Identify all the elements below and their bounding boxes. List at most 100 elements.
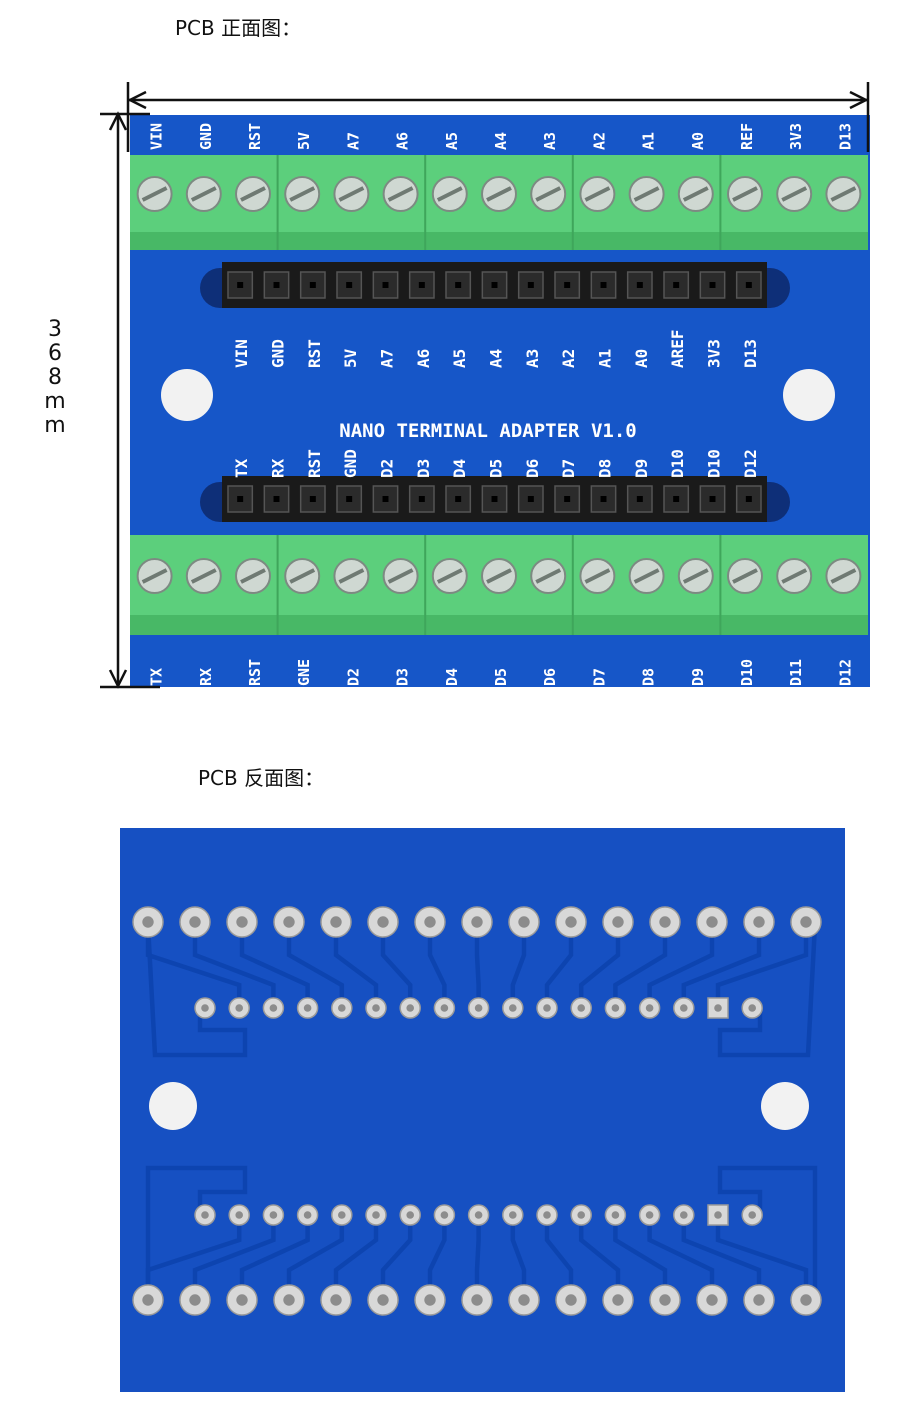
pad-hole [659,1294,671,1306]
top-header-label: A1 [596,349,615,368]
mid-header-label: D3 [414,459,433,478]
trace [715,1215,809,1298]
trace [192,925,276,1008]
top-terminal-label: A2 [590,132,608,150]
pad-hole [330,916,342,928]
trace [380,1215,413,1298]
pad-hole [518,916,530,928]
header-socket [445,485,472,513]
pad-hole [424,1294,436,1306]
header-pin-hole [418,496,425,502]
pad-hole [142,916,154,928]
pad-hole [142,1294,154,1306]
screw-slot [141,186,168,202]
header-pin-hole [455,496,462,502]
header-pin-hole [491,496,498,502]
pad-hole [611,1004,620,1012]
pad-hole [474,1211,483,1219]
bottom-terminal-label: D12 [836,659,854,686]
top-header-label: A4 [487,349,506,368]
header-pin-hole [527,282,534,288]
top-terminal-label: A1 [640,132,658,150]
pad-hole [753,1294,765,1306]
top-terminal-label: A3 [541,132,559,150]
screw-slot [584,186,611,202]
height-dimension-line [100,111,160,689]
trace [145,924,248,1058]
header-pin-hole [418,282,425,288]
screw-slot [535,568,562,584]
bottom-terminal-label: D7 [590,668,608,686]
header-pin-hole [600,496,607,502]
bottom-terminal-label: D8 [640,668,658,686]
top-header-label: 5V [341,348,360,368]
header-socket [554,485,581,513]
dim-char: 3 [48,317,62,342]
trace [427,925,447,1008]
header-pin-hole [346,496,353,502]
mid-header-label: D10 [668,449,687,478]
pad-hole [189,916,201,928]
pad-hole [518,1294,530,1306]
trace [192,1215,276,1298]
bottom-terminal-label: RST [246,659,264,686]
trace [613,925,668,1008]
pad-hole [235,1004,243,1012]
trace [544,1215,574,1298]
pad-hole [800,1294,812,1306]
bottom-terminal-label: TX [148,668,166,686]
trace [333,1215,379,1298]
header-pin-hole [564,496,571,502]
pad-hole [645,1211,654,1219]
trace [474,1215,481,1298]
dim-char: 8 [48,365,62,390]
bottom-terminal-label: D3 [394,668,412,686]
screw-slot [338,186,365,202]
header-pin-hole [382,282,389,288]
top-header-label: A5 [450,349,469,368]
trace [239,1215,310,1298]
pad-hole [577,1004,585,1012]
pad-hole [236,1294,248,1306]
bottom-terminal-shadow [130,615,868,635]
trace [578,925,621,1008]
screw-slot [240,186,266,202]
dim-char: 6 [48,341,62,366]
top-terminal-label: REF [738,123,756,150]
screw-slot [830,568,857,584]
trace [717,924,818,1058]
screw-slot [289,186,316,202]
header-pin-hole [709,496,716,502]
top-terminal-label: D13 [836,123,854,150]
trace [510,925,527,1008]
top-terminal-label: 3V3 [787,123,805,150]
screw-slot [633,186,660,202]
trace [333,925,379,1008]
pad-hole [440,1211,449,1219]
back-mounting-hole-left [149,1082,197,1130]
pad-hole [201,1211,209,1219]
header-pin-hole [491,282,498,288]
pad-hole [303,1004,312,1012]
screw-slot [190,186,217,202]
pad-hole [474,1004,483,1012]
trace [239,925,310,1008]
mid-header-label: GND [341,449,360,478]
top-header-label: RST [305,339,324,368]
mid-header-label: D7 [559,459,578,478]
top-header-label: VIN [232,339,251,368]
mid-header-label: D10 [705,449,724,478]
pad-hole [471,916,483,928]
bottom-terminal-label: D10 [738,659,756,686]
mid-header-label: RX [269,458,288,478]
trace [145,1165,248,1298]
bottom-terminal-label: D9 [689,668,707,686]
pad-hole [565,916,577,928]
pad-hole [659,916,671,928]
trace [717,1165,818,1298]
pad-hole [509,1004,517,1012]
header-pin-hole [745,496,752,502]
header-pin-hole [636,496,643,502]
header-pin-hole [709,282,716,288]
